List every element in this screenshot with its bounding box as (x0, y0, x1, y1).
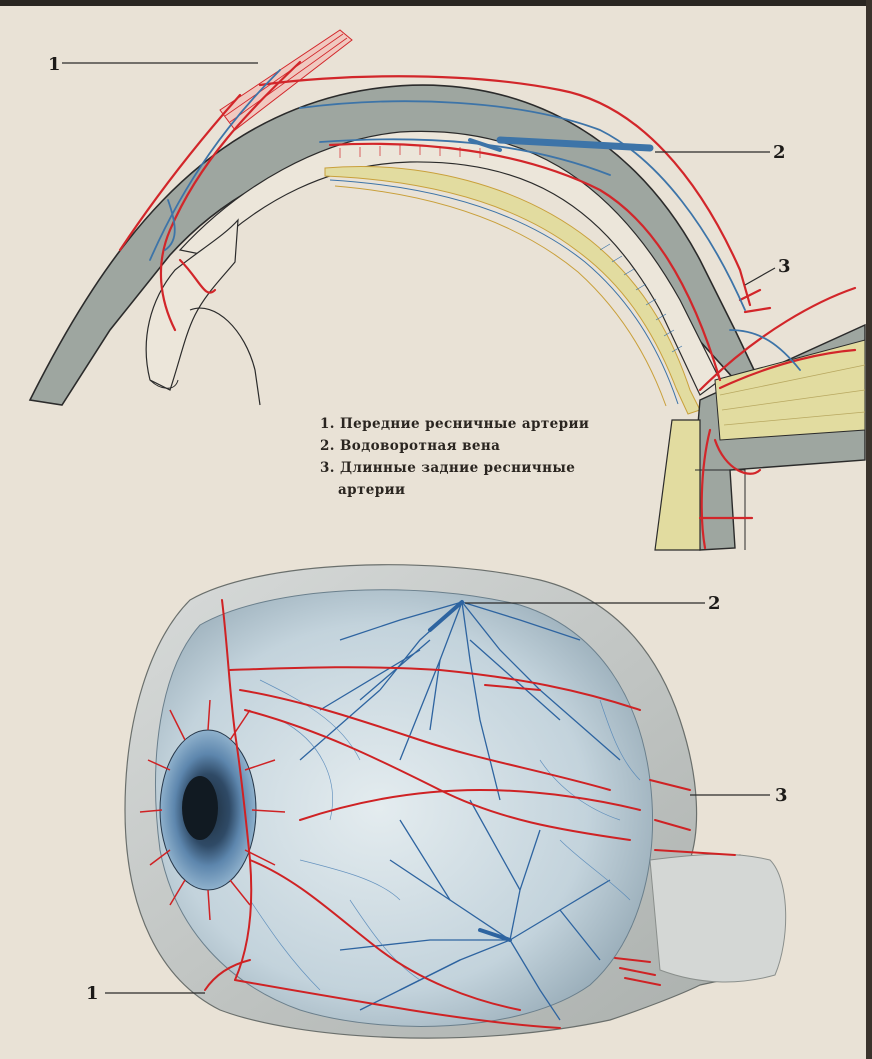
legend-item-1: 1. Передние ресничные артерии (320, 413, 620, 435)
label-top-1: 1 (48, 56, 61, 74)
pupil (182, 776, 218, 840)
legend-item-2: 2. Водоворотная вена (320, 435, 620, 457)
label-bottom-2: 2 (708, 595, 721, 613)
optic-nerve (650, 854, 786, 982)
legend: 1. Передние ресничные артерии 2. Водовор… (320, 413, 620, 501)
label-top-2: 2 (773, 144, 786, 162)
label-top-3: 3 (778, 258, 791, 276)
label-bottom-3: 3 (775, 787, 788, 805)
legend-item-3: 3. Длинные задние ресничные (320, 457, 620, 479)
label-bottom-1: 1 (86, 985, 99, 1003)
legend-item-3-continued: артерии (320, 479, 620, 501)
